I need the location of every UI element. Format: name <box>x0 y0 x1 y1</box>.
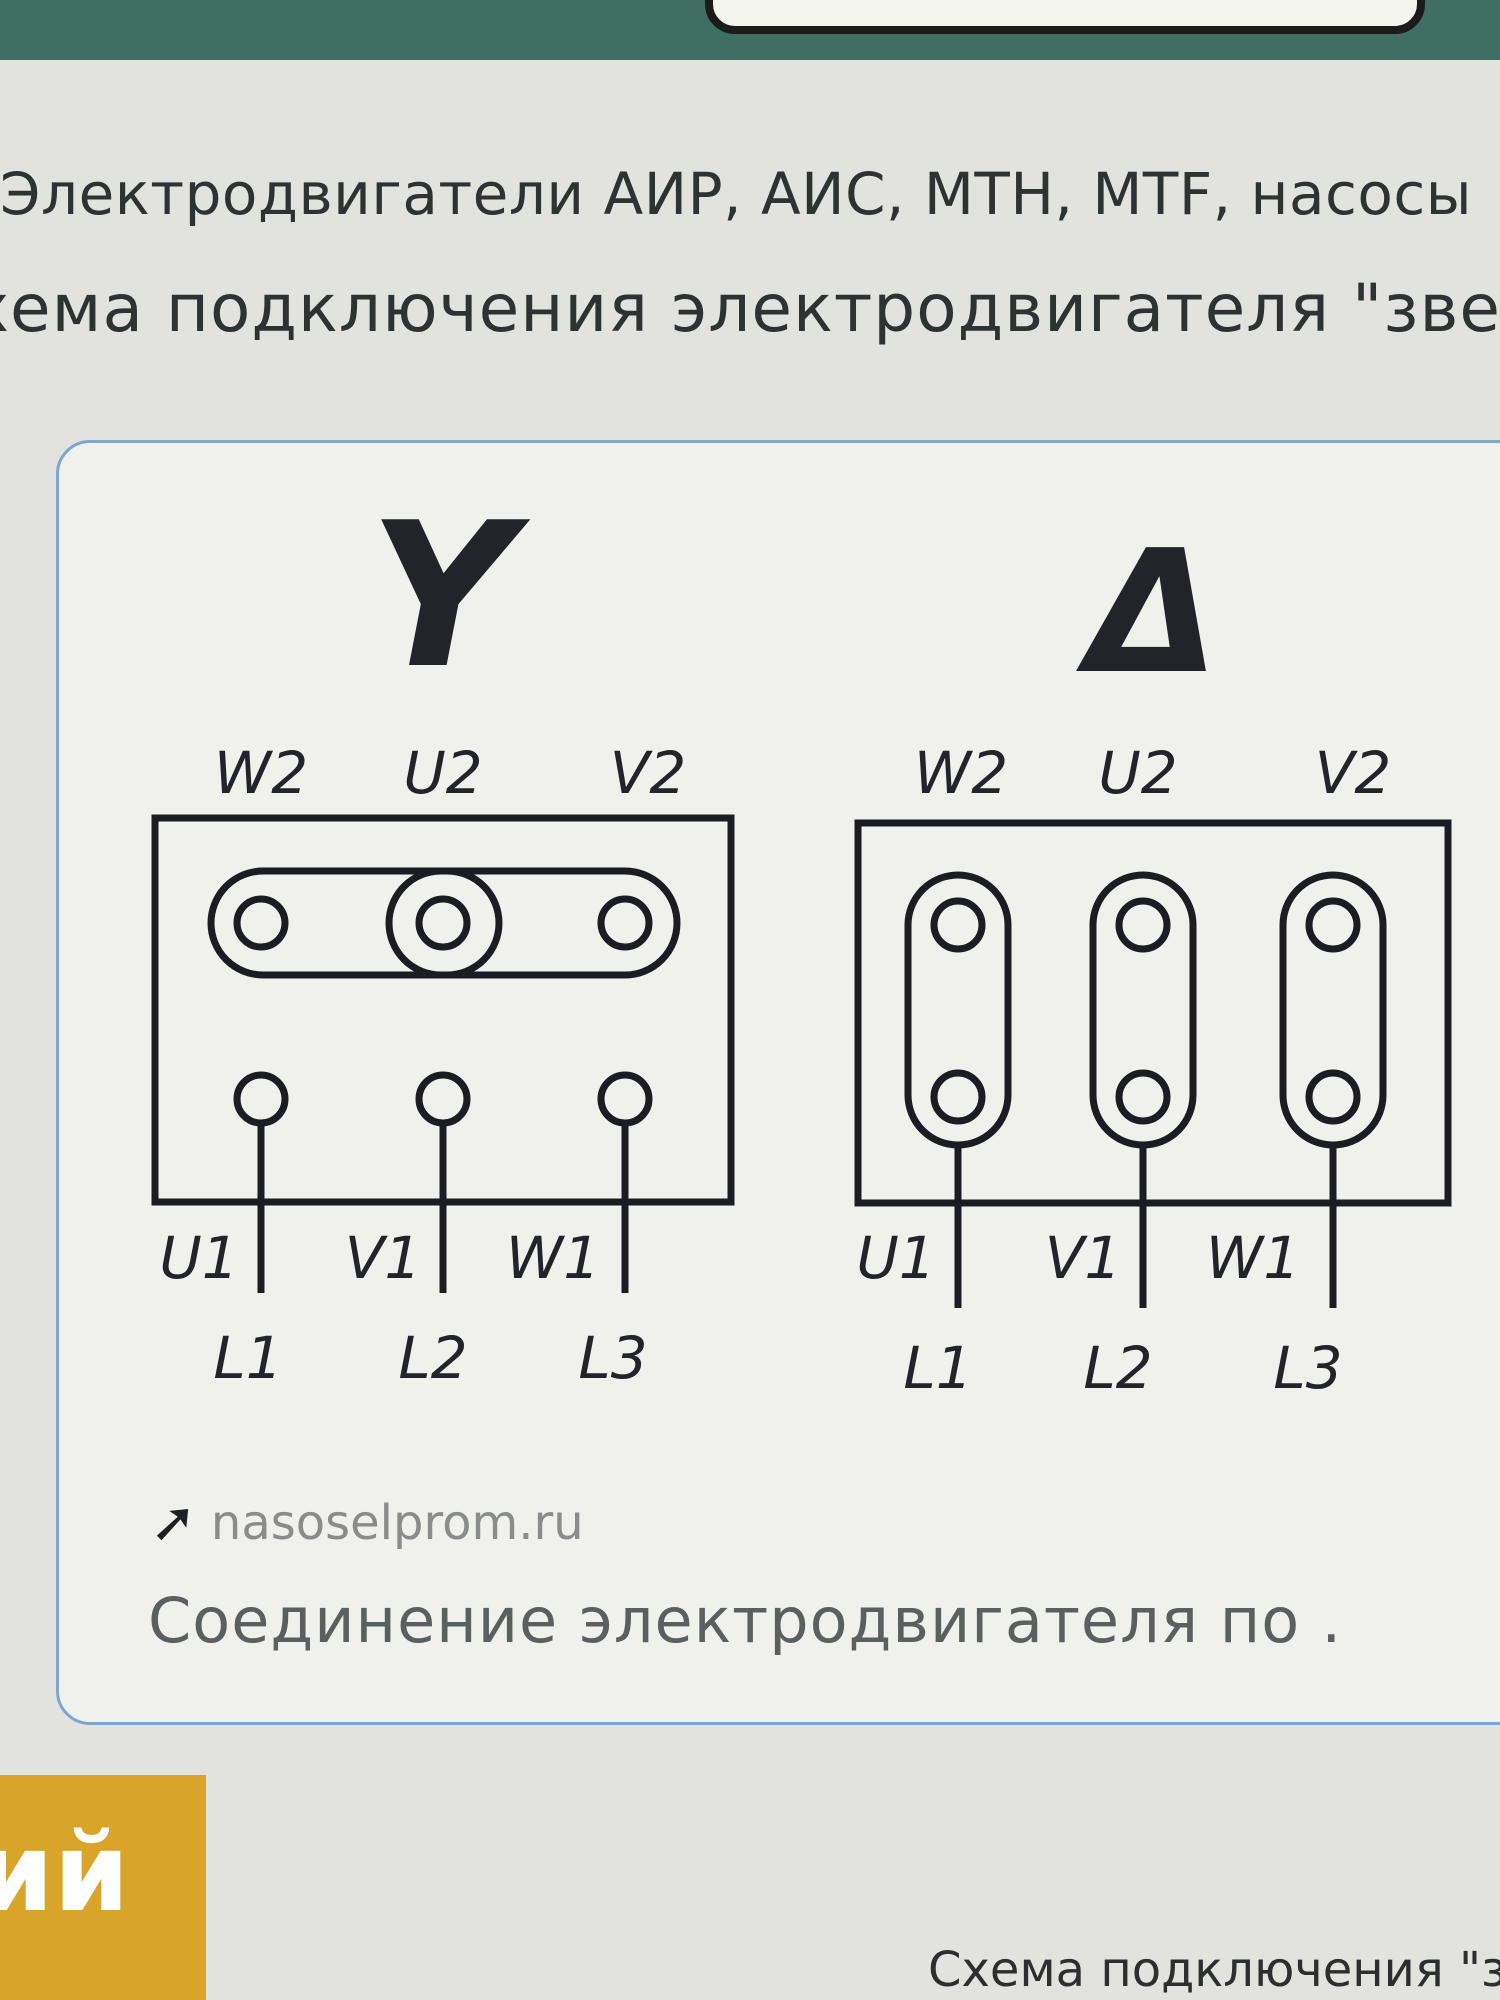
star-symbol: Y <box>369 480 531 713</box>
delta-bridge-2 <box>1089 871 1197 1149</box>
star-label-l1: L1 <box>213 1324 282 1392</box>
star-terminal-v1 <box>415 1071 471 1127</box>
yandex-arrow-icon: ➚ <box>150 1490 197 1555</box>
delta-terminal-w1 <box>1305 1069 1361 1125</box>
wiring-diagram: Y Δ <box>151 480 1452 1402</box>
star-terminal-u2 <box>415 895 471 951</box>
image-result-card[interactable]: Y Δ <box>56 440 1500 1725</box>
delta-bridge-3 <box>1279 871 1387 1149</box>
delta-label-l2: L2 <box>1083 1334 1152 1402</box>
delta-symbol: Δ <box>1075 514 1219 712</box>
star-label-l3: L3 <box>578 1324 647 1392</box>
star-terminal-v2 <box>597 895 653 951</box>
delta-label-v2: V2 <box>1315 739 1392 807</box>
delta-label-u1: U1 <box>856 1224 935 1292</box>
result-subtitle-line[interactable]: хема подключения электродвигателя "звезд… <box>0 270 1500 347</box>
source-domain: nasoselprom.ru <box>210 1494 584 1551</box>
delta-label-l3: L3 <box>1273 1334 1342 1402</box>
delta-terminal-v1 <box>1115 1069 1171 1125</box>
star-label-u2: U2 <box>403 739 482 807</box>
delta-terminal-w2 <box>930 897 986 953</box>
star-label-w1: W1 <box>506 1224 600 1292</box>
delta-terminal-v2 <box>1305 897 1361 953</box>
star-label-w2: W2 <box>214 739 308 807</box>
star-terminal-w2 <box>233 895 289 951</box>
delta-label-l1: L1 <box>903 1334 972 1402</box>
star-terminal-u1 <box>233 1071 289 1127</box>
delta-label-u2: U2 <box>1098 739 1177 807</box>
image-caption[interactable]: Соединение электродвигателя по … <box>148 1584 1348 1657</box>
top-button[interactable] <box>705 0 1425 34</box>
bottom-caption[interactable]: Схема подключения "з <box>928 1942 1500 1998</box>
delta-bridge-1 <box>904 871 1012 1149</box>
delta-terminal-box <box>854 819 1452 1207</box>
yellow-tile[interactable]: ий <box>0 1775 206 2000</box>
delta-terminal-u2 <box>1115 897 1171 953</box>
delta-label-w1: W1 <box>1206 1224 1300 1292</box>
star-bridge-left <box>207 867 503 979</box>
star-terminal-w1 <box>597 1071 653 1127</box>
yellow-tile-text: ий <box>0 1811 130 1936</box>
star-label-u1: U1 <box>159 1224 238 1292</box>
star-label-l2: L2 <box>398 1324 467 1392</box>
delta-terminal-u1 <box>930 1069 986 1125</box>
top-bar <box>0 0 1500 60</box>
star-label-v2: V2 <box>610 739 687 807</box>
star-bridge-right <box>385 867 681 979</box>
delta-label-v1: V1 <box>1045 1224 1122 1292</box>
result-title-line[interactable]: Электродвигатели АИР, АИС, MTH, MTF, нас… <box>0 160 1473 228</box>
delta-label-w2: W2 <box>914 739 1008 807</box>
star-label-v1: V1 <box>345 1224 422 1292</box>
source-link[interactable]: ➚ nasoselprom.ru <box>150 1490 584 1555</box>
